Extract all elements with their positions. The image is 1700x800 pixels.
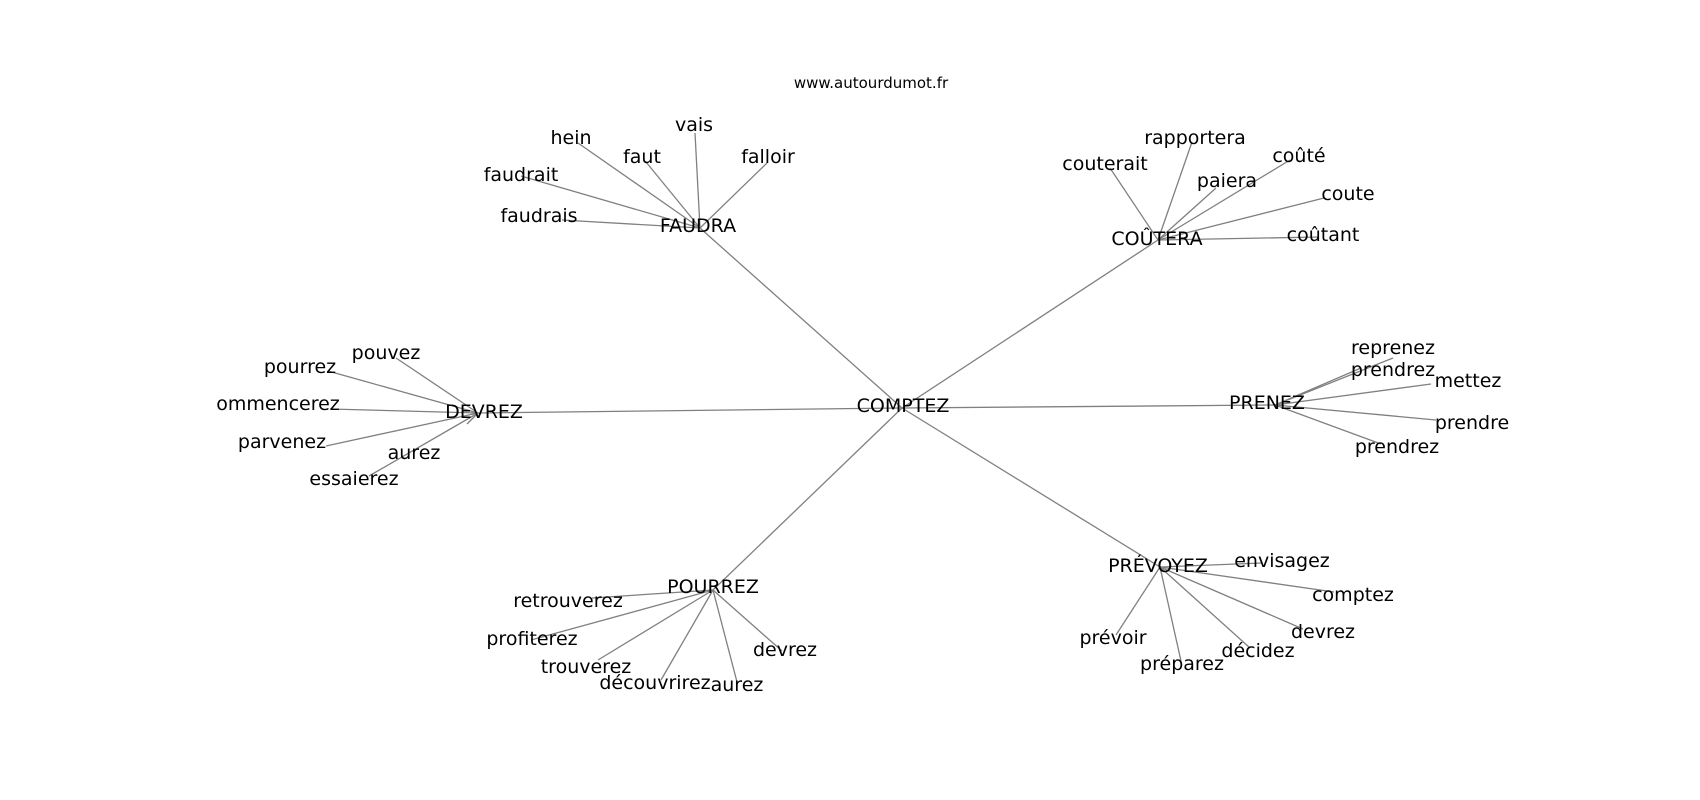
edge-prenez-word — [1274, 404, 1437, 421]
edge-faudra-word — [577, 142, 701, 229]
edge-prevoyez-word — [1115, 566, 1161, 636]
word-node-label: prévoir — [1079, 627, 1146, 649]
hub-node-coutera: COÛTERA — [1111, 226, 1202, 250]
word-node-label: décidez — [1221, 640, 1294, 662]
edge-center-coutera — [901, 239, 1159, 409]
hub-node-faudra: FAUDRA — [660, 215, 736, 237]
labels-layer: COMPTEZ FAUDRA vais hein faut falloir faudrait… — [216, 114, 1509, 696]
word-node-label: profiterez — [486, 628, 577, 650]
edge-center-prevoyez — [901, 407, 1161, 568]
edge-prevoyez-word — [1159, 566, 1251, 649]
word-node-label: aurez — [388, 442, 441, 464]
edge-center-prenez — [901, 404, 1276, 409]
edge-devrez-word — [325, 412, 479, 447]
edge-prevoyez-word — [1159, 566, 1304, 630]
edge-coutera-word — [1109, 167, 1159, 241]
word-node-label: coûtant — [1287, 224, 1360, 246]
edge-pourrez-word — [660, 589, 714, 681]
edge-pourrez-word — [712, 589, 783, 652]
edge-coutera-word — [1157, 197, 1325, 241]
edge-faudra-word — [699, 162, 768, 229]
word-node-label: couterait — [1062, 153, 1147, 175]
edge-pourrez-word — [530, 589, 714, 641]
hub-node-devrez: DEVREZ — [445, 401, 523, 423]
center-node-label: COMPTEZ — [857, 395, 950, 417]
word-node-label: prendrez — [1355, 436, 1439, 458]
word-node-label: devrez — [1291, 621, 1355, 643]
credit-text: www.autourdumot.fr — [794, 74, 949, 92]
edge-faudra-word — [645, 161, 701, 229]
edge-pourrez-word — [597, 589, 714, 661]
edge-coutera-word — [1157, 236, 1320, 241]
word-node-label: préparez — [1140, 653, 1224, 675]
word-node-label: coute — [1321, 183, 1374, 205]
edge-coutera-word — [1157, 187, 1217, 241]
word-node-label: retrouverez — [513, 590, 623, 612]
word-node-label: paiera — [1197, 170, 1257, 192]
word-node-label: mettez — [1435, 370, 1502, 392]
word-node-label: falloir — [741, 146, 795, 168]
edge-coutera-word — [1157, 159, 1291, 241]
word-node-label: vais — [675, 114, 713, 136]
edge-faudra-word — [561, 219, 701, 229]
word-node-label: envisagez — [1234, 550, 1330, 572]
word-node-label: faut — [623, 146, 661, 168]
edge-center-faudra — [699, 227, 903, 409]
edge-prenez-word — [1274, 404, 1382, 445]
word-node-label: comptez — [1312, 584, 1394, 606]
edge-devrez-word — [466, 412, 479, 425]
word-node-label: reprenez — [1351, 337, 1435, 359]
word-node-label: faudrait — [484, 164, 559, 186]
edges-layer — [325, 132, 1437, 683]
word-node-label: essaierez — [309, 468, 398, 490]
word-node-label: trouverez — [541, 656, 632, 678]
word-node-label: rapportera — [1144, 127, 1246, 149]
edge-prevoyez-word — [1159, 566, 1335, 593]
edge-devrez-word — [327, 370, 479, 414]
edge-prevoyez-word — [1159, 566, 1182, 662]
word-node-label: parvenez — [238, 431, 326, 453]
word-node-label: devrez — [753, 639, 817, 661]
edge-devrez-word — [368, 412, 479, 477]
word-node-label: prendrez — [1351, 359, 1435, 381]
hub-node-prenez: PRENEZ — [1229, 392, 1305, 414]
edge-pourrez-word — [591, 589, 714, 599]
edge-devrez-word — [329, 408, 479, 414]
word-node-label: découvrirez — [599, 672, 710, 694]
edge-coutera-word — [1157, 141, 1193, 241]
edge-prenez-word — [1274, 383, 1432, 406]
edge-pourrez-word — [712, 589, 738, 683]
word-node-label: faudrais — [500, 205, 577, 227]
hub-node-prevoyez: PRÉVOYEZ — [1108, 554, 1208, 577]
edge-prenez-word — [1274, 367, 1362, 406]
edge-center-pourrez — [712, 407, 903, 591]
edge-faudra-word — [694, 132, 701, 229]
word-node-label: prendre — [1435, 412, 1509, 434]
word-node-label: aurez — [711, 674, 764, 696]
word-node-label: coûté — [1272, 145, 1325, 167]
edge-faudra-word — [520, 175, 701, 229]
word-node-label: pouvez — [352, 342, 421, 364]
word-node-label: pourrez — [264, 356, 336, 378]
word-node-label: hein — [550, 127, 591, 149]
edge-devrez-word — [395, 357, 479, 414]
edge-prevoyez-word — [1159, 562, 1263, 568]
hub-node-pourrez: POURREZ — [667, 576, 759, 598]
edge-center-devrez — [477, 407, 903, 414]
word-node-label: ommencerez — [216, 393, 340, 415]
